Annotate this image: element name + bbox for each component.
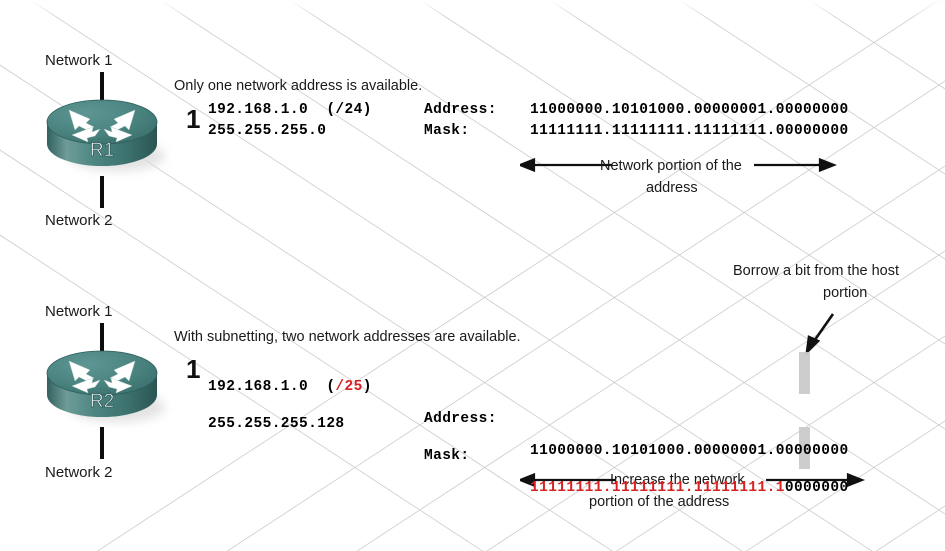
top-entry-1-mask-bits: 11111111.11111111.11111111.00000000 [530, 123, 849, 139]
r2-bottom-link [100, 427, 104, 459]
top-entry-1-mask-line: 255.255.255.0 [208, 123, 327, 139]
top-entry-1-address-text: 192.168.1.0 ( [208, 102, 336, 118]
bottom-entry-1-address-close: ) [362, 379, 372, 395]
bottom-entry-1-address-bits: 11000000.10101000.00000001.00000000 [530, 443, 849, 459]
r2-top-link [100, 323, 104, 353]
bottom-entry-1-prefix: /25 [335, 379, 363, 395]
bottom-entry-1-address-text: 192.168.1.0 ( [208, 379, 336, 395]
top-annotation-line2: address [646, 180, 698, 196]
bottom-annotation-line2: portion of the address [589, 494, 730, 510]
borrow-note-line2: portion [823, 285, 868, 301]
r2-top-network-label: Network 1 [45, 303, 113, 320]
top-entry-1-marker: 1 [186, 104, 201, 134]
top-annotation-line1: Network portion of the [600, 158, 742, 174]
bottom-caption: With subnetting, two network addresses a… [174, 329, 521, 345]
top-entry-1-address-label: Address: [424, 102, 497, 118]
bottom-entry-1-mask-bits-network: 11111111.11111111.11111111.1 [530, 480, 785, 496]
bottom-entry-1-mask-bits-host: 0000000 [784, 480, 849, 496]
top-entry-1-address-close: ) [362, 102, 372, 118]
top-entry-1-mask-label: Mask: [424, 123, 470, 139]
router-r1-label: R1 [90, 140, 114, 161]
r1-bottom-link [100, 176, 104, 208]
top-entry-1-address-line: 192.168.1.0 (/24) [208, 102, 372, 118]
borrow-note-line1: Borrow a bit from the host [733, 263, 900, 279]
top-entry-1-prefix: /24 [335, 102, 363, 118]
bottom-entry-1-mask-bits: 11111111.11111111.11111111.10000000 [530, 480, 945, 496]
bottom-entry-1-address-line: 192.168.1.0 (/25) [208, 379, 945, 395]
increase-network-portion-span-arrow [520, 473, 935, 487]
bottom-entry-1-address-label: Address: [424, 411, 497, 427]
top-entry-1-address-bits: 11000000.10101000.00000001.00000000 [530, 102, 849, 118]
bottom-annotation-line1: Increase the network [610, 472, 745, 488]
router-r2[interactable]: R2 [45, 345, 165, 431]
network-portion-span-arrow [520, 158, 935, 172]
r1-top-network-label: Network 1 [45, 52, 113, 69]
r2-bottom-network-label: Network 2 [45, 464, 113, 481]
r1-bottom-network-label: Network 2 [45, 212, 113, 229]
router-r1[interactable]: R1 [45, 94, 165, 180]
top-caption: Only one network address is available. [174, 78, 423, 94]
router-r2-label: R2 [90, 391, 114, 412]
borrow-bit-arrow-icon [800, 310, 850, 358]
r1-top-link [100, 72, 104, 102]
